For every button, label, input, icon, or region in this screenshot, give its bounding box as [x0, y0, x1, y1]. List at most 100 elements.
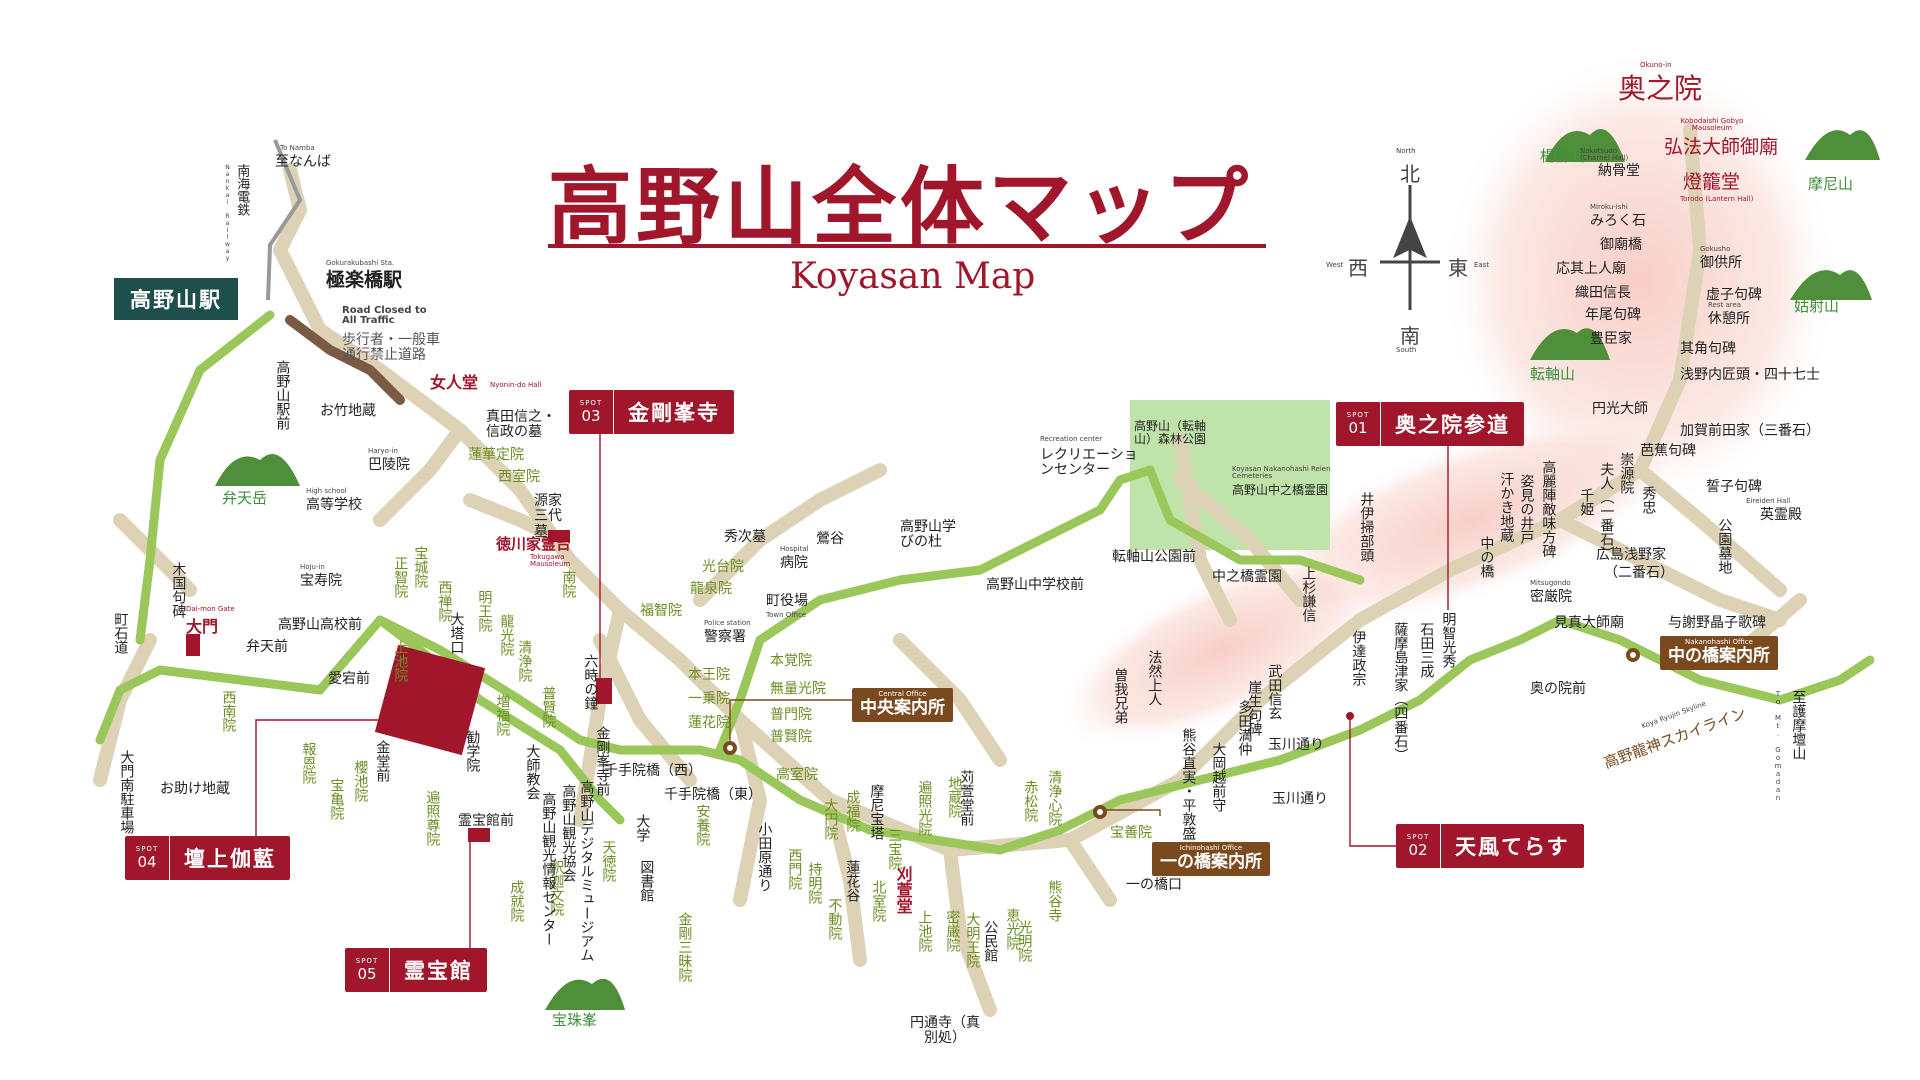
temple-ichijoin: 一乗院 — [688, 691, 730, 707]
temple-jizoin: 地蔵院 — [946, 776, 963, 818]
temple-zofukuin: 増福院 — [494, 694, 511, 736]
kondo-mae: 金堂前 — [374, 740, 391, 782]
karukayado-mae: 苅萱堂前 — [958, 770, 975, 826]
oku-asano-ako: 浅野内匠頭・四十七士 — [1680, 367, 1820, 383]
temple-shochiin: 正智院 — [392, 556, 409, 598]
town-office: 町役場 — [766, 593, 808, 609]
daishi-kyokai: 大師教会 — [524, 744, 541, 800]
sando-honen: 法然上人 — [1146, 650, 1163, 706]
koyasan-station[interactable]: 高野山駅 — [114, 278, 238, 320]
oku-kikaku: 其角句碑 — [1680, 341, 1736, 357]
otasuke-jizo: お助け地蔵 — [160, 781, 230, 797]
karukayado[interactable]: 刈萱堂 — [893, 866, 913, 914]
temple-tentokuin: 天徳院 — [600, 840, 617, 882]
temple-muryokoin: 無量光院 — [770, 681, 826, 697]
oku-seishi: 誓子句碑 — [1706, 479, 1762, 495]
temple-kumagaiji: 熊谷寺 — [1046, 880, 1063, 922]
hospital-en: Hospital — [780, 545, 809, 553]
temple-koshitsuin: 高室院 — [776, 767, 818, 783]
temple-hoonin: 報恩院 — [300, 742, 317, 784]
rokuji-no-kane: 六時の鐘 — [582, 654, 599, 710]
recreation-en: Recreation center — [1040, 435, 1103, 443]
compass-north-en: North — [1396, 147, 1416, 155]
temple-daimyooin: 大明王院 — [964, 912, 981, 968]
compass-south-en: South — [1396, 346, 1417, 354]
nankai-line: 南海電鉄 — [234, 164, 250, 216]
sando-tada: 多田満仲 — [1236, 700, 1253, 756]
tokugawa-reidai[interactable]: 徳川家霊台 — [496, 535, 572, 553]
tenjikusan-koen-mae: 転軸山公園前 — [1112, 549, 1196, 565]
tamagawa-1: 玉川通り — [1268, 737, 1324, 753]
koyasan-koko-mae: 高野山高校前 — [278, 617, 362, 633]
temple-ekoin: 恵光院 — [1004, 908, 1021, 950]
road-closed-en: Road Closed to All Traffic — [342, 305, 427, 326]
okunoin-title[interactable]: 奥之院 — [1618, 72, 1703, 105]
ichinohashi-guchi: 一の橋口 — [1126, 877, 1182, 893]
entsuji: 円通寺（真別処） — [910, 1015, 980, 1047]
oku-nenbi: 年尾句碑 — [1585, 307, 1641, 323]
temple-hozenin: 宝善院 — [1110, 825, 1152, 841]
sando-ii: 井伊掃部頭 — [1358, 492, 1375, 562]
temple-oukein: 櫻池院 — [352, 760, 369, 802]
oku-hiroshima: 広島浅野家 — [1596, 547, 1666, 563]
tokugawa-marker — [548, 530, 570, 542]
mt-yoryuzan: 楊柳山 — [1540, 147, 1586, 165]
oku-korai: 高麗陣敵味方碑 — [1540, 460, 1557, 558]
temple-jochiin: 上池院 — [916, 910, 933, 952]
gobyo-en: Kobodaishi Gobyo Mausoleum — [1680, 117, 1744, 132]
gokurakubashi-station[interactable]: 極楽橋駅 — [326, 269, 403, 291]
sando-ooka: 大岡越前守 — [1210, 742, 1227, 812]
nyonindo[interactable]: 女人堂 — [430, 373, 479, 392]
nyonindo-en: Nyonin-do Hall — [490, 381, 542, 389]
daimon-en: Dai-mon Gate — [186, 605, 235, 613]
gobyo[interactable]: 弘法大師御廟 — [1664, 136, 1779, 158]
genji-sandai-bo: 源家三代墓 — [534, 493, 562, 540]
otake-jizo: お竹地蔵 — [320, 403, 376, 419]
reien: 高野山中之橋霊園 — [1232, 483, 1329, 497]
temple-fukuchiin: 福智院 — [640, 603, 682, 619]
temple-hojoin: 宝城院 — [412, 546, 429, 588]
daimon-marker — [186, 634, 200, 656]
daimon[interactable]: 大門 — [186, 617, 219, 636]
haryoin: 巴陵院 — [368, 457, 410, 473]
to-gomadan-en: To Mt. Gomadan — [1774, 690, 1782, 802]
sando-soga: 曽我兄弟 — [1112, 668, 1129, 724]
kyuukeisho-en: Rest area — [1708, 301, 1742, 309]
torodo[interactable]: 燈籠堂 — [1683, 171, 1741, 193]
mirokuishi-en: Miroku-ishi — [1590, 203, 1628, 211]
temple-jofukuin: 成福院 — [844, 790, 861, 832]
road-closed-jp: 歩行者・一般車通行禁止道路 — [342, 332, 440, 364]
sando-akechi: 明智光秀 — [1440, 612, 1457, 668]
university: 大学 — [634, 814, 651, 842]
benten-mae: 弁天前 — [246, 639, 288, 655]
map-subtitle: Koyasan Map — [790, 256, 1036, 297]
tokugawa-en: Tokugawa Mausoleum — [530, 553, 571, 568]
okunoin-glow — [1440, 50, 1840, 510]
town-office-en: Town Office — [766, 611, 807, 619]
nokotsudo-en: Nokotsudo (Charnel Hall) — [1580, 147, 1629, 162]
oku-oda: 織田信長 — [1575, 285, 1631, 301]
sanada-grave: 真田信之・信政の墓 — [486, 409, 556, 441]
kongobuji-marker — [596, 678, 612, 704]
okunoin-mae: 奥の院前 — [1530, 681, 1586, 697]
closed-road — [285, 315, 405, 405]
compass-east: 東 — [1448, 256, 1468, 280]
temple-ryukoin: 龍光院 — [498, 614, 515, 656]
mani-hoto: 摩尼宝塔 — [868, 784, 885, 840]
temple-fudoin: 不動院 — [826, 898, 843, 940]
mt-kohyasan: 姑射山 — [1794, 297, 1840, 315]
oku-akiko: 与謝野晶子歌碑 — [1668, 615, 1766, 631]
sando-shimazu: 薩摩島津家（四番石） — [1392, 622, 1409, 762]
temple-jimyoin: 持明院 — [806, 862, 823, 904]
nakanohashi-reien: 中之橋霊園 — [1212, 569, 1282, 585]
temple-anyoin: 安養院 — [694, 804, 711, 846]
compass-west: 西 — [1348, 256, 1368, 280]
